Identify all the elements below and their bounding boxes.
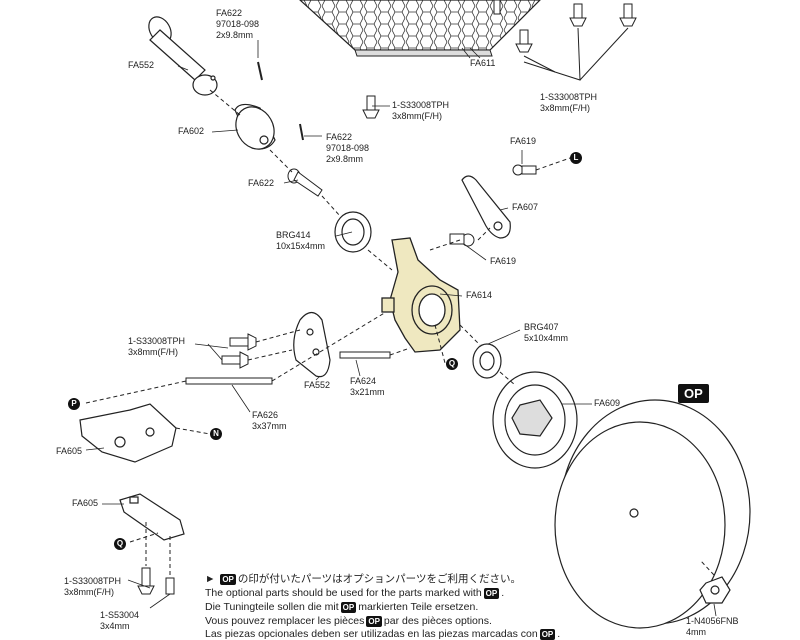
label-fa607: FA607 xyxy=(512,202,539,212)
label-fa552-top: FA552 xyxy=(128,60,155,70)
marker-l: L xyxy=(570,152,582,164)
pin-fa624 xyxy=(339,351,391,359)
chassis-plate-fa611 xyxy=(299,0,541,59)
ball-stud-fa619-mid xyxy=(449,233,475,247)
op-chip: OP xyxy=(483,588,500,599)
screws-left-mid xyxy=(221,333,257,369)
screw-leader-lines xyxy=(523,27,629,81)
assembly-lines xyxy=(85,89,715,576)
knuckle-fa614 xyxy=(381,237,461,353)
label-fa552-mid: FA552 xyxy=(304,380,331,390)
label-leaders xyxy=(85,40,717,617)
suspension-block-fa605-a xyxy=(79,403,177,463)
pin-fa626 xyxy=(185,377,273,385)
drive-cup-fa602 xyxy=(234,103,276,150)
marker-p: P xyxy=(68,398,80,410)
label-fa609: FA609 xyxy=(594,398,621,408)
marker-q-2: Q xyxy=(114,538,126,550)
op-chip: OP xyxy=(366,616,382,627)
label-fa611: FA611 xyxy=(470,58,496,68)
label-fa619-top: FA619 xyxy=(510,136,537,146)
bearing-brg414 xyxy=(334,211,372,253)
label-fa605-a: FA605 xyxy=(56,446,83,456)
label-fa605-b: FA605 xyxy=(72,498,99,508)
screws-bottom xyxy=(137,567,175,595)
shaft-pin-fa622 xyxy=(287,168,323,197)
op-chip: OP xyxy=(220,574,236,585)
drive-shaft-fa552 xyxy=(148,16,218,96)
label-fa622-pin: FA622 xyxy=(248,178,275,188)
op-chip: OP xyxy=(539,629,556,640)
marker-n: N xyxy=(210,428,222,440)
hub-carrier-fa552 xyxy=(293,311,331,378)
nut-n4056fnb xyxy=(699,576,731,604)
bearing-brg407 xyxy=(472,343,502,379)
marker-q-1: Q xyxy=(446,358,458,370)
suspension-block-fa605-b xyxy=(119,493,185,541)
label-fa619-mid: FA619 xyxy=(490,256,517,266)
op-chip: OP xyxy=(340,602,357,613)
label-fa614: FA614 xyxy=(466,290,493,300)
wheel-op xyxy=(554,399,751,629)
screw-mid-top xyxy=(362,95,380,119)
screws-top-right xyxy=(493,0,637,53)
note-es: Las piezas opcionales deben ser utilizad… xyxy=(205,628,561,640)
pin-fa622-top xyxy=(257,61,263,81)
steering-arm-fa607 xyxy=(461,175,511,239)
brake-disc-fa609 xyxy=(492,371,578,469)
op-badge: OP xyxy=(678,384,709,403)
note-en: The optional parts should be used for th… xyxy=(205,587,505,599)
label-fa602: FA602 xyxy=(178,126,205,136)
ball-stud-fa619-top xyxy=(512,164,537,176)
pin-fa622-mid xyxy=(299,123,304,141)
